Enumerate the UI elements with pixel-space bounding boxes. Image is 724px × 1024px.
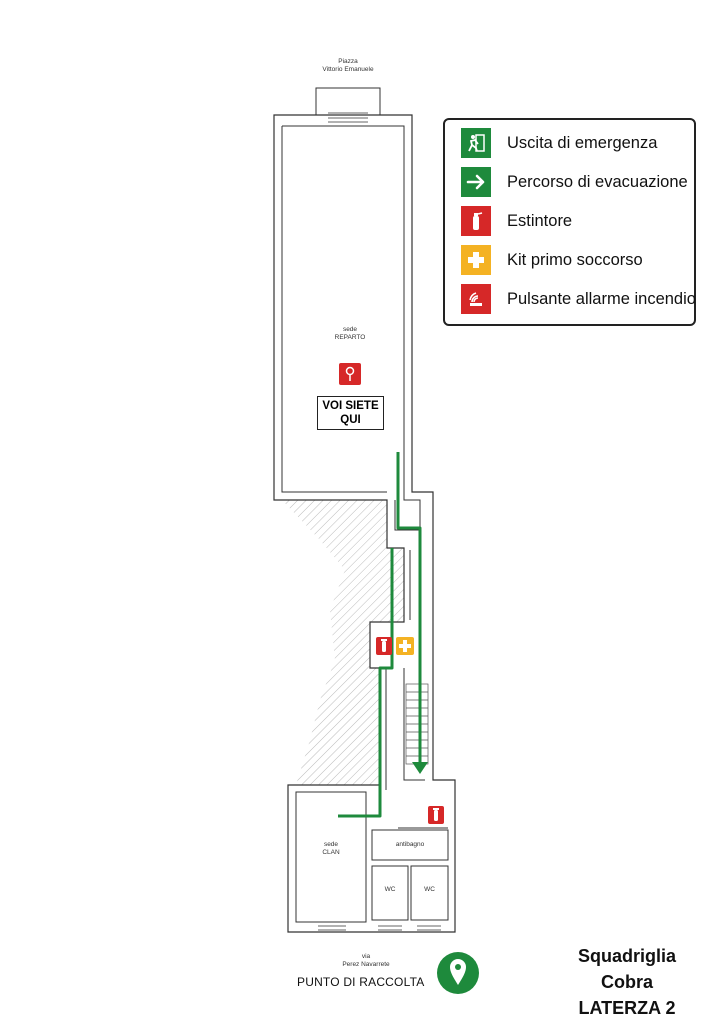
fire-extinguisher-icon xyxy=(376,637,392,655)
legend-label: Kit primo soccorso xyxy=(507,250,643,269)
team-name: Squadriglia Cobra xyxy=(577,946,676,992)
legend-label: Pulsante allarme incendio xyxy=(507,289,696,308)
inner-wall-reparto xyxy=(282,125,421,531)
staircase xyxy=(405,683,429,765)
legend-label: Uscita di emergenza xyxy=(507,133,658,152)
fire-alarm-icon xyxy=(339,363,361,385)
fire-alarm-icon xyxy=(461,284,491,314)
emergency-exit-icon xyxy=(461,128,491,158)
map-pin-icon xyxy=(437,952,479,994)
hatched-area xyxy=(282,500,404,785)
first-aid-icon xyxy=(461,245,491,275)
first-aid-icon xyxy=(396,637,414,655)
room-label-wc-1: WC xyxy=(384,886,396,893)
room-antibagno xyxy=(371,829,449,861)
room-wc-1 xyxy=(371,865,409,921)
legend-label: Estintore xyxy=(507,211,573,230)
evacuation-arrow-icon xyxy=(461,167,491,197)
street-label-south: via Perez Navarrete xyxy=(342,953,390,968)
room-clan xyxy=(295,791,367,923)
evacuation-route xyxy=(338,452,422,818)
assembly-point-label: PUNTO DI RACCOLTA xyxy=(297,975,425,989)
you-are-here-label: VOI SIETE QUI xyxy=(317,396,384,430)
legend-item-alarm: Pulsante allarme incendio xyxy=(461,284,696,314)
legend-item-exit: Uscita di emergenza xyxy=(461,128,657,158)
room-wc-2 xyxy=(410,865,449,921)
team-group: LATERZA 2 xyxy=(578,998,676,1018)
street-label-north: Piazza Vittorio Emanuele xyxy=(322,58,374,73)
evacuation-arrow xyxy=(412,762,428,774)
north-entrance xyxy=(315,87,381,116)
team-label: Squadriglia Cobra LATERZA 2 xyxy=(552,943,702,1021)
legend-item-first-aid: Kit primo soccorso xyxy=(461,245,643,275)
legend-item-route: Percorso di evacuazione xyxy=(461,167,688,197)
fire-extinguisher-icon xyxy=(461,206,491,236)
room-label-reparto: sede REPARTO xyxy=(334,326,366,341)
room-label-antibagno: antibagno xyxy=(395,841,425,848)
fire-extinguisher-icon xyxy=(428,806,444,824)
legend-item-extinguisher: Estintore xyxy=(461,206,572,236)
room-label-wc-2: WC xyxy=(424,886,435,893)
room-label-clan: sede CLAN xyxy=(322,841,340,856)
legend: Uscita di emergenza Percorso di evacuazi… xyxy=(443,118,696,326)
legend-label: Percorso di evacuazione xyxy=(507,172,688,191)
